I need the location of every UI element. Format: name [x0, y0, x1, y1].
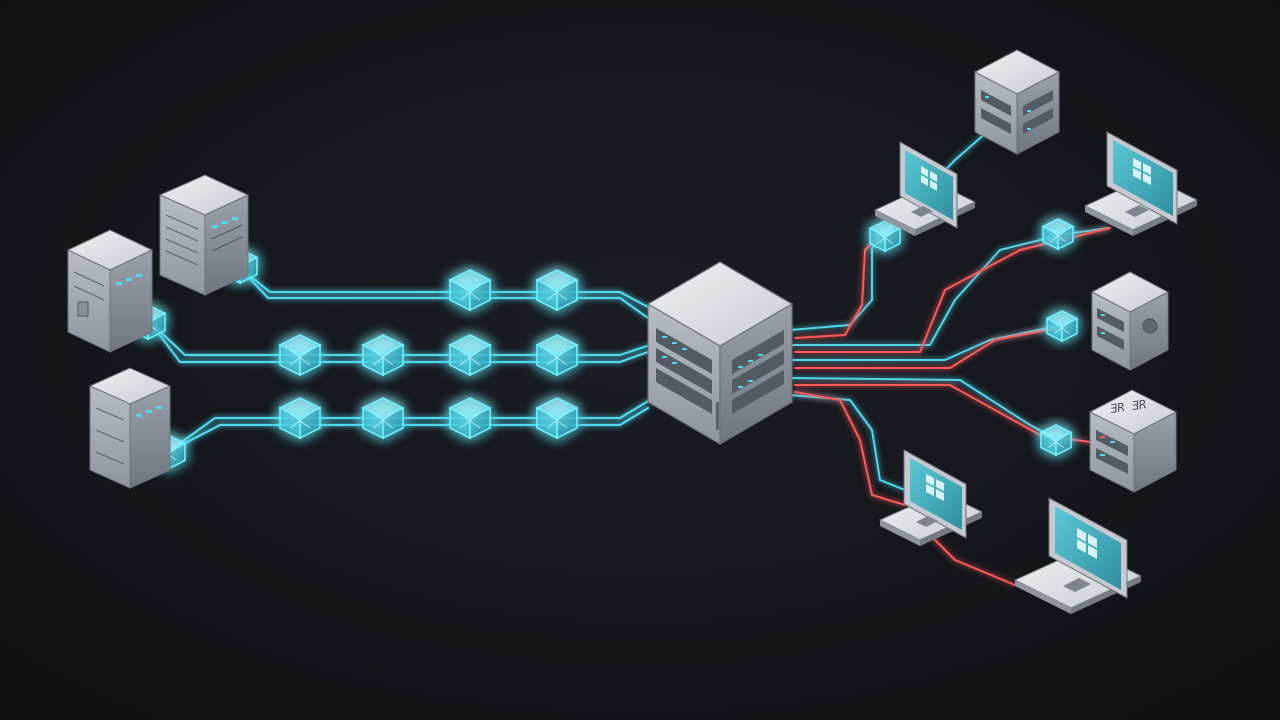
endpoint-laptop-2[interactable] — [1083, 131, 1199, 236]
relay-node-11 — [361, 397, 405, 440]
link-red-laptop-3 — [794, 391, 906, 506]
relay-node-12 — [448, 397, 492, 440]
link-red-laptop-4 — [929, 534, 1016, 586]
source-server-top[interactable] — [158, 174, 250, 296]
endpoint-laptop-4[interactable] — [1013, 497, 1143, 614]
relay-node-4 — [448, 269, 492, 312]
endpoint-server-mid[interactable] — [1090, 271, 1170, 371]
link-red-server-mid — [794, 327, 1059, 369]
relay-node-7 — [361, 334, 405, 377]
windows-logo-icon — [1133, 158, 1151, 185]
link-source-top — [238, 266, 652, 310]
endpoint-server-labeled[interactable]: ƎR ƎR — [1088, 389, 1178, 493]
relay-node-16 — [1045, 310, 1079, 343]
relay-node-17 — [1039, 424, 1073, 457]
windows-logo-icon — [1077, 528, 1097, 559]
source-server-bottom[interactable] — [88, 367, 172, 489]
relay-node-10 — [278, 397, 322, 440]
link-source-bottom-b — [166, 406, 650, 454]
link-hub-endpoint-server-mid — [789, 324, 1063, 361]
relay-node-15 — [1041, 218, 1075, 251]
relay-node-9 — [535, 334, 579, 377]
link-source-bottom — [166, 398, 652, 454]
relay-node-6 — [278, 334, 322, 377]
windows-logo-icon — [921, 166, 937, 191]
relay-node-5 — [535, 269, 579, 312]
link-source-top-b — [238, 266, 650, 320]
relay-node-13 — [535, 397, 579, 440]
endpoint-server-top[interactable] — [973, 49, 1061, 155]
source-server-middle[interactable] — [66, 229, 154, 353]
endpoint-laptop-3[interactable] — [878, 449, 984, 546]
endpoint-laptop-1[interactable] — [873, 141, 977, 236]
central-hub-server[interactable] — [646, 261, 794, 446]
relay-node-8 — [448, 334, 492, 377]
server-label: ƎR ƎR — [1110, 397, 1147, 416]
windows-logo-icon — [926, 474, 944, 501]
